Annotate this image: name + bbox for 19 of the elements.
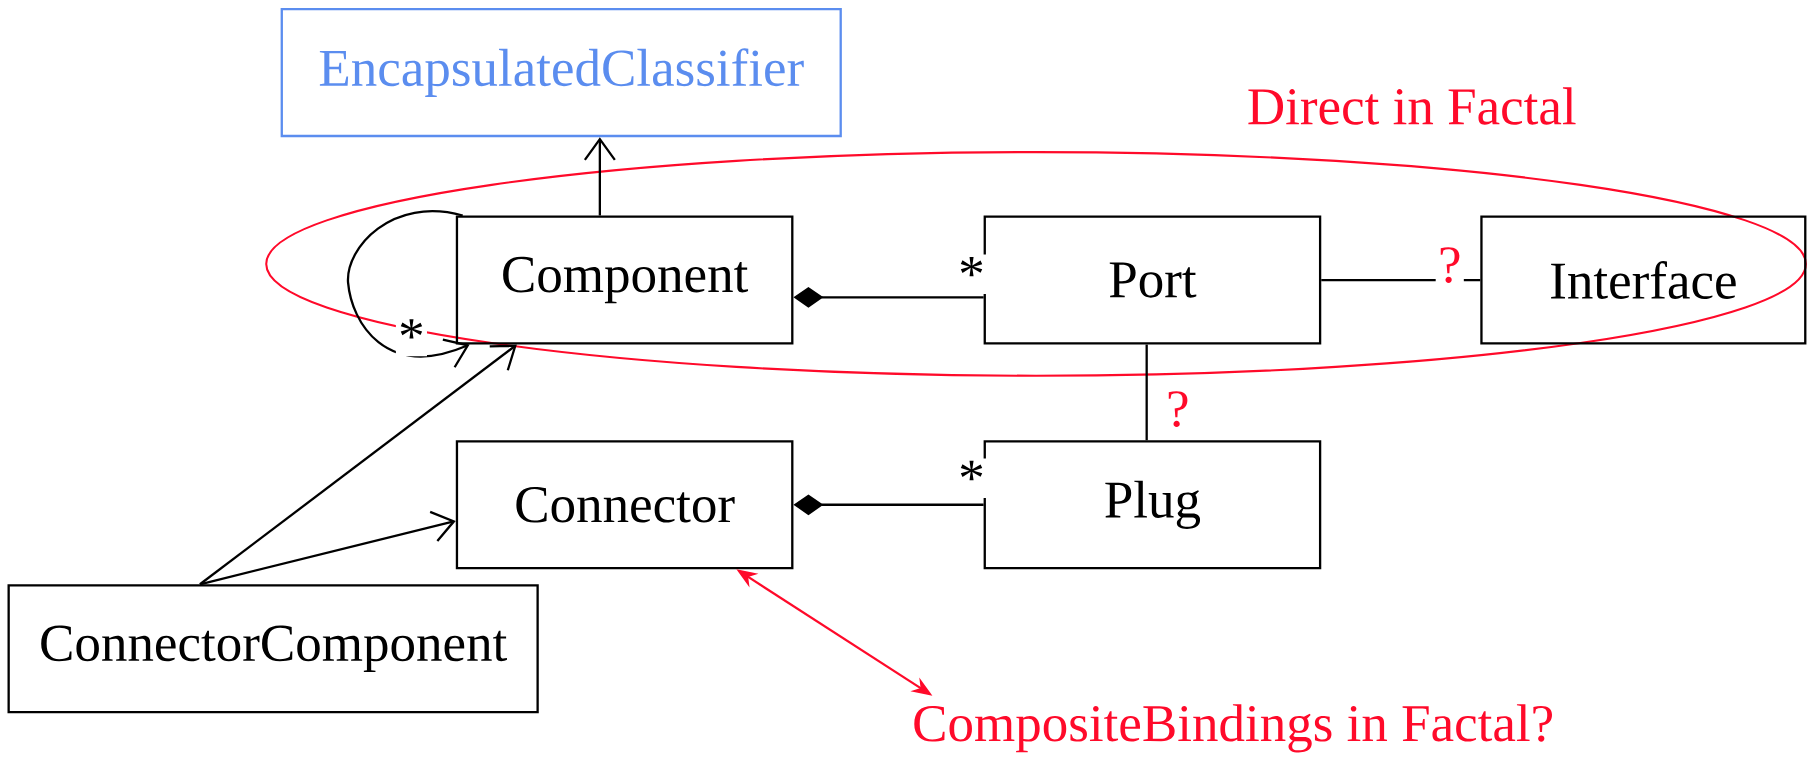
class-box: ConnectorComponent <box>7 584 539 714</box>
edge-label: ? <box>1435 244 1464 286</box>
class-box: Port <box>983 215 1322 345</box>
connector <box>199 344 517 585</box>
annotation-text: Direct in Factal <box>1248 87 1576 125</box>
connector <box>199 510 456 586</box>
edge-label: * <box>955 254 988 294</box>
class-box: Interface <box>1480 215 1807 345</box>
connector <box>583 136 616 216</box>
edge-label: * <box>955 458 988 498</box>
note-text: CompositeBindings in Factal? <box>914 704 1552 753</box>
class-box: Connector <box>455 440 794 570</box>
edge-label: * <box>395 316 427 356</box>
class-box: Component <box>455 215 794 345</box>
class-box: EncapsulatedClassifier <box>280 7 842 137</box>
connector <box>1145 344 1148 440</box>
connector <box>346 209 470 368</box>
edge-label: ? <box>1163 388 1192 430</box>
class-box: Plug <box>983 440 1322 570</box>
